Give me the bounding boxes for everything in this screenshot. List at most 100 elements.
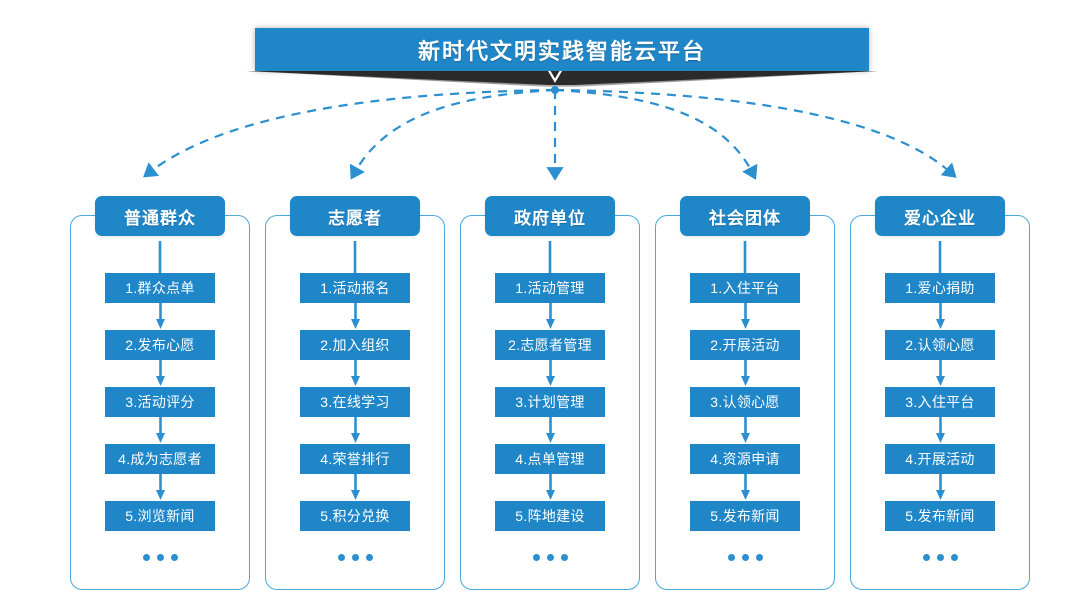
column-group-3: 政府单位 1.活动管理 2.志愿者管理 3.计划管理 bbox=[460, 196, 640, 590]
list-item[interactable]: 1.活动报名 bbox=[300, 273, 410, 303]
column-header-4[interactable]: 社会团体 bbox=[680, 196, 810, 236]
list-item[interactable]: 4.开展活动 bbox=[885, 444, 995, 474]
down-arrow-icon bbox=[545, 474, 555, 500]
banner-triangle bbox=[246, 71, 878, 85]
ellipsis-dot bbox=[546, 554, 554, 561]
item-label: 3.活动评分 bbox=[125, 394, 195, 410]
item-label: 4.点单管理 bbox=[515, 451, 585, 467]
column-group-4: 社会团体 1.入住平台 2.开展活动 3.认领心愿 bbox=[655, 196, 835, 590]
ellipsis-dot bbox=[936, 554, 944, 561]
list-item[interactable]: 4.资源申请 bbox=[690, 444, 800, 474]
column-group-5: 爱心企业 1.爱心捐助 2.认领心愿 3.入住平台 bbox=[850, 196, 1030, 590]
item-label: 5.发布新闻 bbox=[905, 508, 975, 524]
list-item[interactable]: 5.发布新闻 bbox=[885, 501, 995, 531]
ellipsis-dot bbox=[170, 554, 178, 561]
list-item[interactable]: 1.活动管理 bbox=[495, 273, 605, 303]
list-item[interactable]: 5.积分兑换 bbox=[300, 501, 410, 531]
list-item[interactable]: 1.入住平台 bbox=[690, 273, 800, 303]
down-arrow-icon bbox=[740, 360, 750, 386]
page-title: 新时代文明实践智能云平台 bbox=[417, 38, 706, 64]
list-item[interactable]: 3.活动评分 bbox=[105, 387, 215, 417]
list-item[interactable]: 3.认领心愿 bbox=[690, 387, 800, 417]
column-header-2[interactable]: 志愿者 bbox=[290, 196, 420, 236]
down-arrow-icon bbox=[545, 303, 555, 329]
item-label: 4.资源申请 bbox=[710, 451, 780, 467]
column-header-5[interactable]: 爱心企业 bbox=[875, 196, 1005, 236]
ellipsis-dot bbox=[727, 554, 735, 561]
ellipsis-dot bbox=[950, 554, 958, 561]
ellipsis-dot bbox=[560, 554, 568, 561]
item-label: 1.活动报名 bbox=[320, 280, 390, 296]
hub-node bbox=[551, 86, 559, 94]
ellipsis-dot bbox=[755, 554, 763, 561]
ellipsis-dot bbox=[142, 554, 150, 561]
list-item[interactable]: 2.加入组织 bbox=[300, 330, 410, 360]
list-item[interactable]: 1.群众点单 bbox=[105, 273, 215, 303]
ellipsis-indicator bbox=[922, 554, 958, 561]
list-item[interactable]: 2.发布心愿 bbox=[105, 330, 215, 360]
item-label: 5.阵地建设 bbox=[515, 508, 585, 524]
item-list: 1.活动管理 2.志愿者管理 3.计划管理 4.点单管理 bbox=[461, 273, 639, 561]
list-item[interactable]: 2.志愿者管理 bbox=[495, 330, 605, 360]
column-group-1: 普通群众 1.群众点单 2.发布心愿 3.活动评分 bbox=[70, 196, 250, 590]
down-arrow-icon bbox=[935, 360, 945, 386]
connector-to-column-5 bbox=[554, 88, 957, 178]
ellipsis-dot bbox=[365, 554, 373, 561]
column-header-label: 志愿者 bbox=[328, 208, 382, 228]
list-item[interactable]: 2.认领心愿 bbox=[885, 330, 995, 360]
column-header-3[interactable]: 政府单位 bbox=[485, 196, 615, 236]
item-label: 3.入住平台 bbox=[905, 394, 975, 410]
list-item[interactable]: 2.开展活动 bbox=[690, 330, 800, 360]
item-label: 4.开展活动 bbox=[905, 451, 975, 467]
item-label: 3.计划管理 bbox=[515, 394, 585, 410]
down-arrow-icon bbox=[155, 417, 165, 443]
down-arrow-icon bbox=[155, 474, 165, 500]
item-label: 2.志愿者管理 bbox=[508, 337, 592, 353]
item-label: 3.认领心愿 bbox=[710, 394, 780, 410]
list-item[interactable]: 5.浏览新闻 bbox=[105, 501, 215, 531]
item-label: 2.加入组织 bbox=[320, 337, 390, 353]
connector-to-column-1 bbox=[143, 88, 556, 178]
item-label: 4.成为志愿者 bbox=[118, 451, 202, 467]
ellipsis-dot bbox=[156, 554, 164, 561]
down-arrow-icon bbox=[935, 474, 945, 500]
down-arrow-icon bbox=[155, 303, 165, 329]
list-item[interactable]: 3.在线学习 bbox=[300, 387, 410, 417]
ellipsis-dot bbox=[337, 554, 345, 561]
item-label: 2.发布心愿 bbox=[125, 337, 195, 353]
item-label: 5.发布新闻 bbox=[710, 508, 780, 524]
list-item[interactable]: 1.爱心捐助 bbox=[885, 273, 995, 303]
item-label: 1.爱心捐助 bbox=[905, 280, 975, 296]
list-item[interactable]: 4.荣誉排行 bbox=[300, 444, 410, 474]
down-arrow-icon bbox=[350, 360, 360, 386]
down-arrow-icon bbox=[935, 417, 945, 443]
list-item[interactable]: 5.阵地建设 bbox=[495, 501, 605, 531]
down-arrow-icon bbox=[740, 303, 750, 329]
ellipsis-indicator bbox=[142, 554, 178, 561]
column-header-label: 爱心企业 bbox=[904, 208, 976, 228]
column-header-1[interactable]: 普通群众 bbox=[95, 196, 225, 236]
down-arrow-icon bbox=[740, 417, 750, 443]
item-list: 1.爱心捐助 2.认领心愿 3.入住平台 4.开展活动 bbox=[851, 273, 1029, 561]
down-arrow-icon bbox=[545, 417, 555, 443]
ellipsis-indicator bbox=[532, 554, 568, 561]
item-list: 1.群众点单 2.发布心愿 3.活动评分 4.成为志愿者 bbox=[71, 273, 249, 561]
down-arrow-icon bbox=[935, 303, 945, 329]
title-banner: 新时代文明实践智能云平台 bbox=[255, 28, 869, 71]
list-item[interactable]: 5.发布新闻 bbox=[690, 501, 800, 531]
item-label: 1.活动管理 bbox=[515, 280, 585, 296]
list-item[interactable]: 4.成为志愿者 bbox=[105, 444, 215, 474]
list-item[interactable]: 3.计划管理 bbox=[495, 387, 605, 417]
column-header-label: 普通群众 bbox=[124, 208, 196, 228]
item-label: 5.积分兑换 bbox=[320, 508, 390, 524]
down-arrow-icon bbox=[155, 360, 165, 386]
list-item[interactable]: 3.入住平台 bbox=[885, 387, 995, 417]
item-list: 1.入住平台 2.开展活动 3.认领心愿 4.资源申请 bbox=[656, 273, 834, 561]
down-arrow-icon bbox=[350, 303, 360, 329]
down-arrow-icon bbox=[740, 474, 750, 500]
item-label: 1.群众点单 bbox=[125, 280, 195, 296]
item-list: 1.活动报名 2.加入组织 3.在线学习 4.荣誉排行 bbox=[266, 273, 444, 561]
list-item[interactable]: 4.点单管理 bbox=[495, 444, 605, 474]
down-arrow-icon bbox=[545, 360, 555, 386]
item-label: 4.荣誉排行 bbox=[320, 451, 390, 467]
